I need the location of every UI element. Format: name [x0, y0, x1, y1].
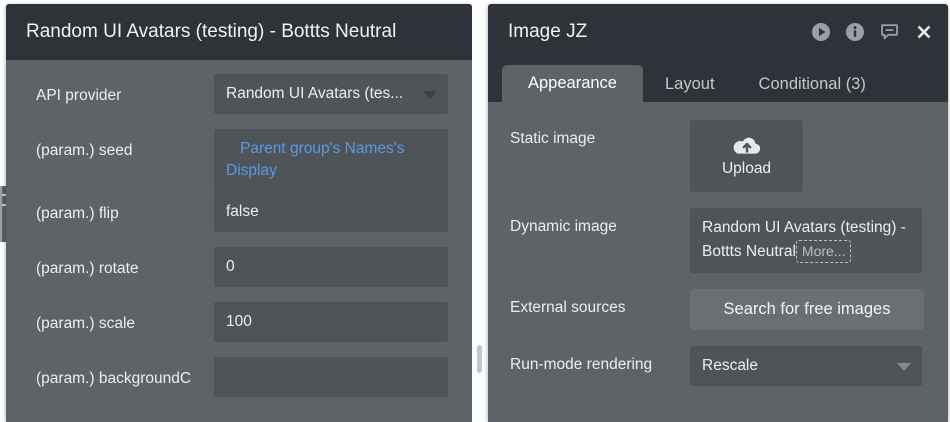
label-param-flip: (param.) flip [36, 204, 119, 222]
chevron-down-icon [897, 363, 911, 372]
label-param-seed: (param.) seed [36, 142, 133, 159]
label-static-image: Static image [510, 130, 596, 147]
page-scrollbar-track[interactable] [472, 0, 488, 422]
label-dynamic-image: Dynamic image [510, 218, 617, 235]
field-param-backgroundc[interactable] [214, 356, 448, 397]
background-element-sliver [0, 186, 8, 242]
row-external-sources: External sources Search for free images [510, 289, 932, 331]
right-panel-header-actions [811, 22, 934, 42]
tab-appearance[interactable]: Appearance [502, 64, 643, 102]
field-param-rotate[interactable]: 0 [214, 246, 448, 288]
left-panel-title: Random UI Avatars (testing) - Bottts Neu… [26, 21, 397, 42]
property-tabs: Appearance Layout Conditional (3) [488, 60, 948, 102]
field-param-seed[interactable]: Parent group's Names's Display [214, 129, 448, 192]
cloud-upload-icon [732, 135, 762, 157]
field-param-rotate-value: 0 [226, 257, 235, 275]
row-param-scale: (param.) scale 100 [6, 301, 472, 357]
field-dynamic-image[interactable]: Random UI Avatars (testing) - Bottts Neu… [690, 208, 922, 274]
row-dynamic-image: Dynamic image Random UI Avatars (testing… [510, 208, 932, 274]
right-panel-header: Image JZ [488, 4, 948, 60]
tab-layout[interactable]: Layout [665, 74, 715, 93]
left-panel-header: Random UI Avatars (testing) - Bottts Neu… [6, 4, 472, 60]
select-api-provider[interactable]: Random UI Avatars (tes... [214, 74, 448, 115]
select-run-mode-rendering[interactable]: Rescale [690, 346, 922, 387]
appearance-tab-content: Static image Upload Dynamic image [488, 102, 948, 387]
comment-icon[interactable] [879, 22, 900, 42]
label-param-scale: (param.) scale [36, 314, 136, 332]
label-external-sources: External sources [510, 299, 626, 317]
row-param-flip: (param.) flip false [6, 191, 472, 247]
field-param-flip-value: false [226, 202, 259, 220]
row-static-image: Static image Upload [510, 120, 932, 192]
dynamic-expression-link[interactable]: Parent group's Names's Display [226, 140, 405, 180]
upload-button[interactable]: Upload [690, 120, 803, 192]
upload-button-label: Upload [721, 160, 772, 178]
parameter-list: API provider Random UI Avatars (tes... (… [6, 60, 472, 412]
row-api-provider: API provider Random UI Avatars (tes... [6, 74, 472, 129]
field-param-scale[interactable]: 100 [214, 301, 448, 343]
api-call-properties-panel: Random UI Avatars (testing) - Bottts Neu… [6, 4, 472, 422]
row-param-backgroundc: (param.) backgroundC [6, 356, 472, 412]
search-free-images-button[interactable]: Search for free images [690, 289, 924, 331]
field-param-flip[interactable]: false [214, 191, 448, 233]
row-param-rotate: (param.) rotate 0 [6, 246, 472, 302]
select-run-mode-rendering-value: Rescale [702, 357, 758, 375]
info-circle-icon[interactable] [845, 22, 865, 42]
page-scrollbar-thumb[interactable] [477, 345, 482, 373]
label-run-mode-rendering: Run-mode rendering [510, 356, 653, 374]
play-circle-icon[interactable] [811, 22, 831, 42]
more-button[interactable]: More... [795, 240, 852, 264]
label-param-backgroundc: (param.) backgroundC [36, 369, 192, 387]
select-api-provider-value: Random UI Avatars (tes... [226, 85, 404, 102]
close-icon[interactable] [914, 22, 934, 42]
label-param-rotate: (param.) rotate [36, 259, 139, 277]
row-run-mode-rendering: Run-mode rendering Rescale [510, 346, 932, 387]
chevron-down-icon [423, 91, 437, 100]
field-dynamic-image-value: Random UI Avatars (testing) - Bottts Neu… [702, 219, 906, 261]
label-api-provider: API provider [36, 87, 122, 104]
field-param-scale-value: 100 [226, 312, 252, 330]
right-panel-title: Image JZ [508, 21, 588, 42]
tab-conditional[interactable]: Conditional (3) [758, 74, 866, 93]
image-element-properties-panel: Image JZ [488, 4, 948, 422]
row-param-seed: (param.) seed Parent group's Names's Dis… [6, 129, 472, 192]
